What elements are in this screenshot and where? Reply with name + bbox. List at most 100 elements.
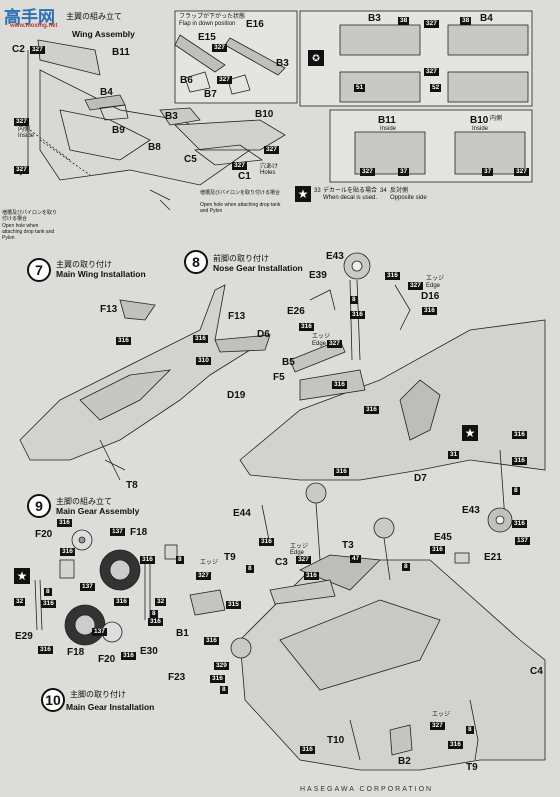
paint-316: 316 [512,457,527,465]
pylon-note-en: Open hole when attaching drop tank and P… [200,202,281,214]
paint-316: 316 [116,337,131,345]
paint-316: 316 [121,652,136,660]
part-T3: T3 [342,540,354,551]
paint-327: 327 [514,168,529,176]
watermark-logo: 高手网 www.moxing.net [4,3,76,31]
paint-316: 316 [41,600,56,608]
edge-jp: エッジ [312,334,331,340]
paint-316: 316 [332,381,347,389]
part-T8: T8 [126,480,138,491]
paint-327: 327 [296,556,311,564]
paint-316: 316 [204,637,219,645]
step7-number: 7 [27,258,51,282]
edge-en: Edge [426,283,441,289]
part-B6: B6 [180,75,193,86]
edge-en: Edge [290,550,305,556]
paint-38: 38 [398,17,410,25]
paint-316: 316 [193,335,208,343]
paint-316: 316 [364,406,379,414]
paint-327: 327 [424,68,439,76]
paint-51: 51 [354,84,366,92]
step6-jp: 主翼の組み立て [66,12,122,21]
part-B5: B5 [282,357,295,368]
part-E15: E15 [198,32,216,43]
paint-8: 8 [512,487,520,495]
part-D16: D16 [421,291,440,302]
paint-315: 315 [226,601,241,609]
edge-jp: エッジ [432,712,451,718]
part-F23: F23 [168,672,186,683]
paint-316: 316 [512,520,527,528]
part-E43b: E43 [462,505,480,516]
step8-en: Nose Gear Installation [213,263,303,273]
step7-jp: 主翼の取り付け [56,260,112,269]
part-F5: F5 [273,372,285,383]
paint-316: 316 [304,572,319,580]
flap-box-jp: フラップが下がった状態 [179,14,246,20]
paint-316: 316 [350,311,365,319]
decal-jp: デカールを貼る場合 [323,188,378,194]
opposite-jp: 反対側 [390,188,409,194]
step7-en: Main Wing Installation [56,269,146,279]
paint-47: 47 [350,555,362,563]
note-34: 34 [380,188,387,194]
paint-316: 316 [259,538,274,546]
part-C4: C4 [530,666,543,677]
part-E26: E26 [287,306,305,317]
paint-327: 327 [217,76,232,84]
paint-316: 316 [210,675,225,683]
inside-en: Inside [380,126,397,132]
part-D19: D19 [227,390,246,401]
part-C3: C3 [275,557,288,568]
part-E30: E30 [140,646,158,657]
inside-jp: 内側 [18,127,31,133]
paint-37: 37 [482,168,494,176]
part-C5: C5 [184,154,197,165]
part-E21: E21 [484,552,502,563]
paint-37: 37 [398,168,410,176]
edge-jp: エッジ [290,544,309,550]
paint-327: 327 [14,118,29,126]
paint-137: 137 [80,583,95,591]
step10-number: 10 [41,688,65,712]
paint-316: 316 [60,548,75,556]
paint-8: 8 [466,726,474,734]
part-F20a: F20 [35,529,53,540]
part-B11: B11 [112,47,130,58]
part-B4: B4 [100,87,113,98]
holes-jp: 穴あけ [260,164,279,170]
paint-327: 327 [408,282,423,290]
part-B1: B1 [176,628,189,639]
paint-316: 316 [57,519,72,527]
watermark-title: 高手网 [4,8,55,28]
edge-jp: エッジ [426,276,445,282]
paint-8: 8 [150,610,158,618]
paint-8: 8 [246,565,254,573]
part-B11b: B11 [378,115,396,126]
part-F13b: F13 [228,311,246,322]
inside-en: Inside [18,133,35,139]
paint-316: 316 [300,746,315,754]
part-D7: D7 [414,473,427,484]
note-33: 33 [314,188,321,194]
paint-316: 316 [385,272,400,280]
part-D6: D6 [257,329,270,340]
pylon-note-left-jp: 増槽及びパイロンを取り付ける場合 [2,210,58,222]
flap-box-en: Flap in down position [179,21,236,27]
paint-327: 327 [430,722,445,730]
part-T9a: T9 [224,552,236,563]
opposite-en: Opposite side [390,195,427,201]
paint-32: 32 [155,598,167,606]
paint-316: 316 [430,546,445,554]
decal-star-icon: ★ [462,425,478,441]
inside-jp: 内側 [490,116,503,122]
holes-en: Holes [260,170,276,176]
paint-327: 327 [232,162,247,170]
paint-32: 32 [14,598,26,606]
step10-en: Main Gear Installation [66,702,155,712]
part-F13a: F13 [100,304,118,315]
step8-number: 8 [184,250,208,274]
paint-316: 316 [38,646,53,654]
part-C2: C2 [12,44,25,55]
